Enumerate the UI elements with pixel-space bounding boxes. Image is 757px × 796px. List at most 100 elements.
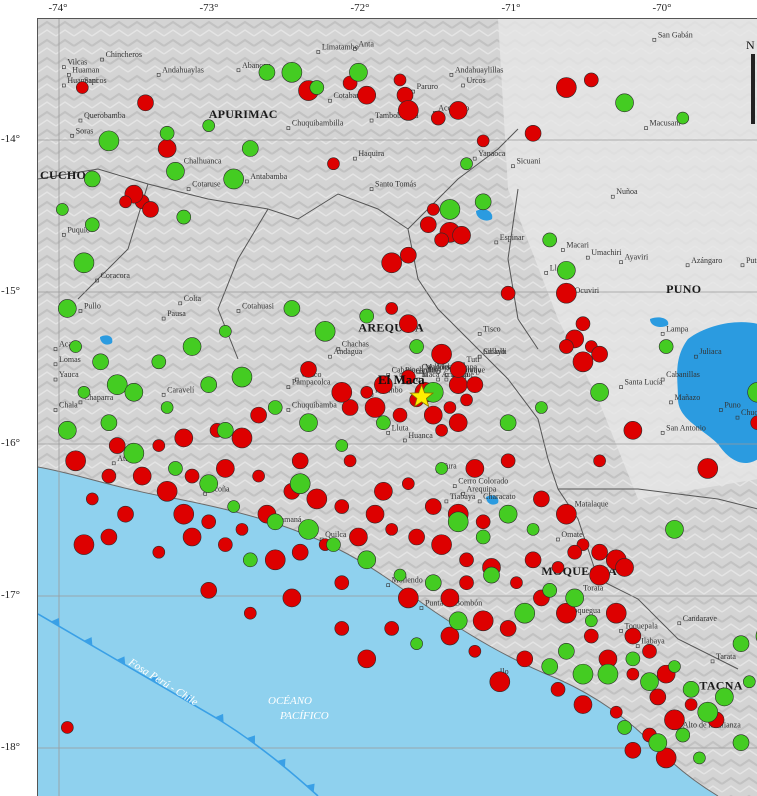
town-label: Coracora [101,271,131,280]
seismic-event-green [747,381,757,403]
town-marker [186,187,191,191]
seismic-event-green [58,421,77,440]
town-label: San Antonio [666,423,706,432]
region-label-apurimac: APURIMAC [209,107,278,121]
trench-teeth [50,618,315,793]
town-marker [100,57,104,62]
town-marker [53,408,58,412]
seismic-event-red [61,721,74,734]
town-label: Colta [184,294,202,303]
seismic-event-red [524,124,542,142]
town-label: Cerro Colorado [458,477,508,486]
town-label: San Gabán [658,30,693,39]
town-marker [70,133,74,138]
seismic-event-red [655,747,677,769]
seismic-event-green [242,552,258,568]
town-label: Querobamba [84,111,126,120]
town-marker [78,400,83,405]
seismic-event-red [443,401,457,414]
seismic-event-green [572,663,594,685]
town-label: Quilca [325,530,347,539]
ocean-label-line2: PACÍFICO [279,710,329,722]
seismic-event-red [408,528,425,546]
seismic-event-green [410,637,423,650]
seismic-event-green [326,537,341,552]
seismic-event-red [440,588,460,608]
town-marker [403,438,407,443]
town-marker [452,484,457,488]
seismic-event-red [593,454,606,468]
town-label: Puquio [67,225,90,234]
town-label: Pampacolca [292,378,331,387]
seismic-event-red [392,407,408,423]
town-label: Yanaoca [478,149,506,158]
seismic-event-red [75,81,89,94]
map-frame[interactable]: Fosa Perú - Chile OCÉANO PACÍFICO Chinch… [37,18,757,796]
seismic-event-green [693,751,706,765]
seismic-event-green [435,462,448,475]
seismic-event-red [374,481,393,501]
seismic-event-red [476,134,490,148]
town-label: Omate [561,530,583,539]
seismic-event-red [551,561,565,574]
seismic-event-red [218,537,233,552]
seismic-event-red [117,505,134,523]
seismic-event-red [334,621,350,636]
town-marker [53,377,58,382]
town-label: Macari [566,241,589,250]
town-label: Coporaque [450,365,486,374]
seismic-event-red [642,643,657,659]
town-label: Espinar [500,233,525,242]
town-label: Characato [483,492,515,501]
seismic-event-green [682,681,700,698]
town-marker [619,260,623,265]
region-label-puno: PUNO [666,282,701,296]
town-label: Anta [358,39,374,48]
seismic-event-red [73,534,95,555]
region-label-cucho: CUCHO [40,168,86,182]
town-label: Chivay [458,365,481,374]
seismic-event-red [216,459,235,478]
town-marker [53,347,58,351]
town-label: Santa Lucía [625,378,663,387]
town-label: Lari [428,365,442,374]
town-label: Matalaque [575,500,609,509]
town-label: Huanca [408,431,433,440]
lat-tick-1: -15° [1,285,21,297]
seismic-event-green [615,93,634,113]
seismic-event-green [393,568,407,582]
trench-line [38,613,319,796]
seismic-event-red [423,405,443,425]
seismic-event-green [266,513,284,531]
seismic-event-red [364,397,386,418]
seismic-event-red [200,582,218,599]
trench-tooth [306,783,315,793]
town-label: Chincheros [106,50,142,59]
seismic-event-green [640,672,659,692]
seismic-event-red [341,399,359,416]
seismic-event-green [84,217,100,232]
seismic-event-green [182,337,202,356]
seismic-event-red [201,514,217,530]
seismic-event-red [374,375,393,394]
town-marker [449,73,454,77]
trench-tooth [215,713,224,723]
seismic-event-red [384,621,399,636]
north-arrow-shaft [751,54,755,124]
seismic-event-green [498,504,518,524]
seismic-event-red [398,100,419,121]
seismic-event-red [334,499,350,514]
seismic-event-red [349,527,368,547]
seismic-event-green [665,520,684,539]
town-label: Chucuito [741,408,757,417]
town-marker [477,499,482,504]
map-canvas[interactable]: Fosa Perú - Chile OCÉANO PACÍFICO Chinch… [38,19,757,796]
seismic-event-red [243,606,257,620]
town-label: Candarave [683,614,718,623]
town-marker [422,373,427,377]
town-marker [511,164,515,169]
seismic-event-red [624,741,642,759]
north-letter: N [746,38,755,52]
seismic-event-green [217,422,234,439]
town-marker [444,377,449,382]
